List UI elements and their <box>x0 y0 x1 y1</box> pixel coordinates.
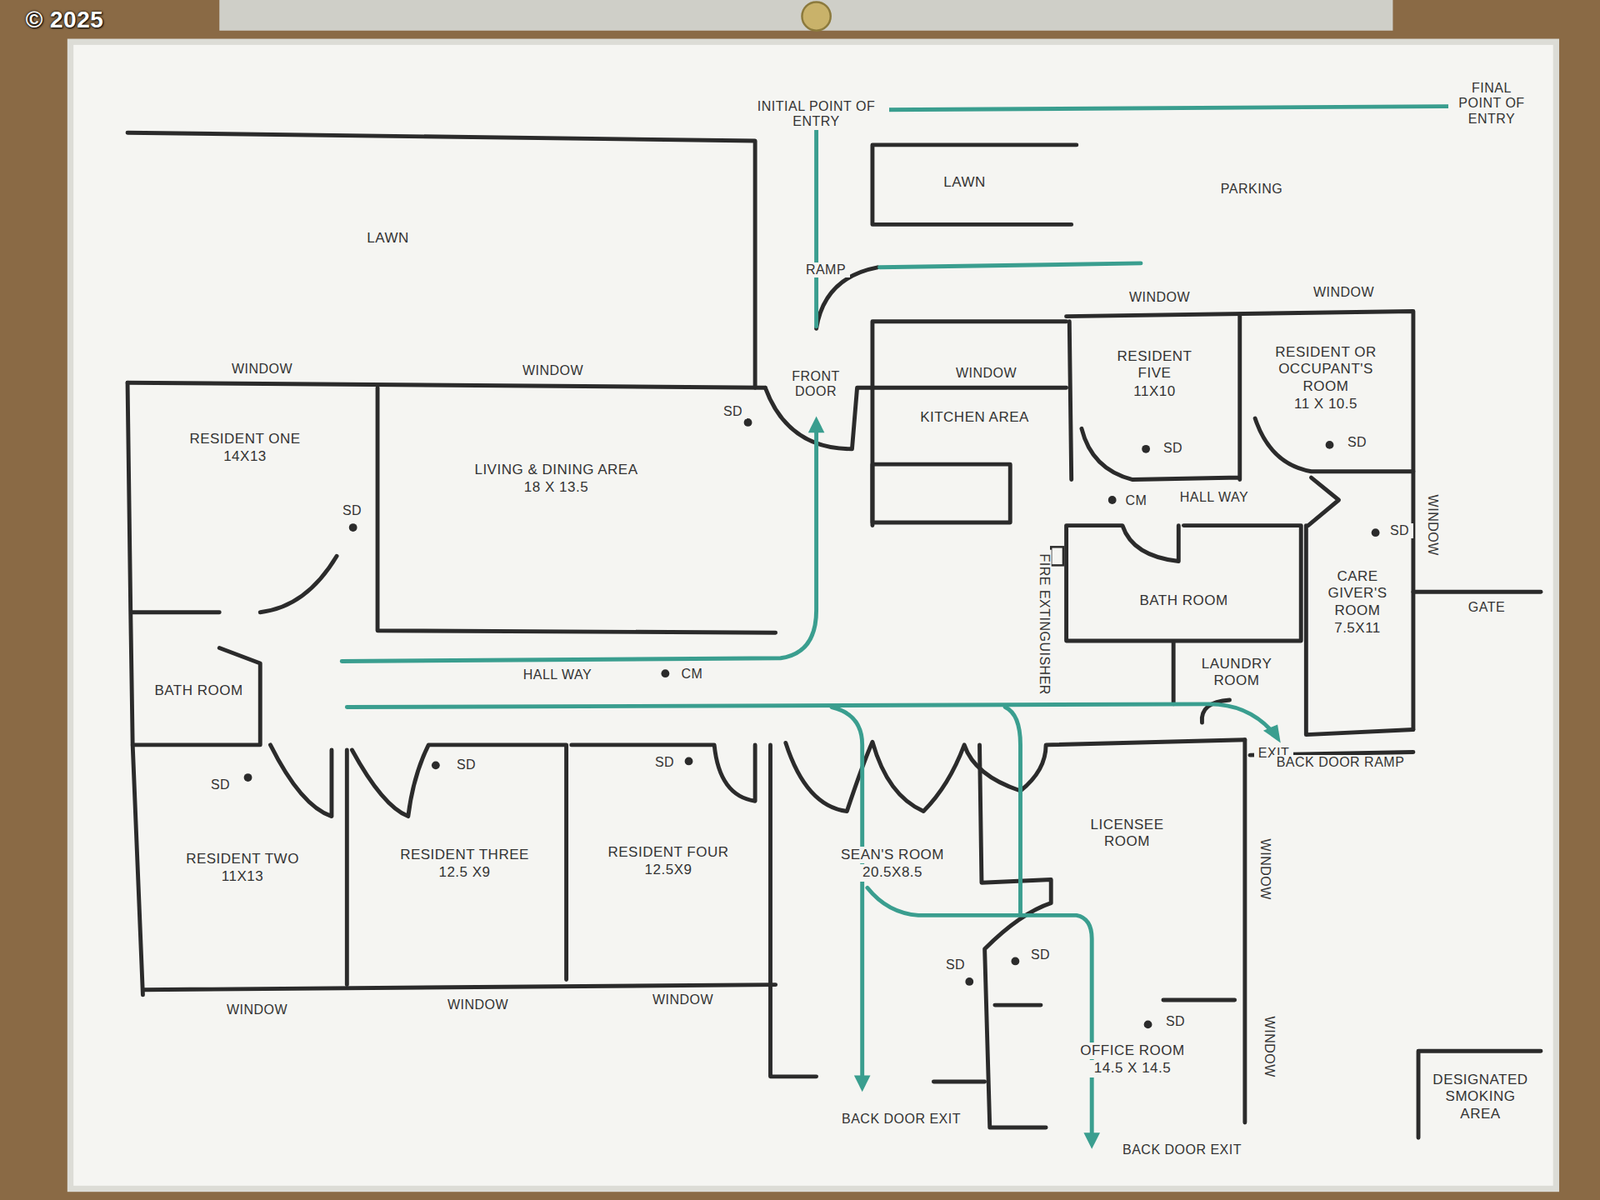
room-name: LAWN <box>365 230 410 247</box>
room-dimensions: 18 X 13.5 <box>473 479 640 496</box>
laundry-room: LAUNDRY ROOM <box>1185 653 1288 695</box>
room-name: LAWN <box>942 174 987 191</box>
smoke-detector: SD <box>1343 435 1371 450</box>
smoke-detector: SD <box>1385 523 1414 539</box>
room-name: RESIDENT ONE <box>188 430 302 448</box>
plastic-sleeve <box>67 39 1560 1193</box>
route-arrowheads <box>808 112 1486 1150</box>
window-label: WINDOW <box>518 363 588 379</box>
living-room: LIVING & DINING AREA18 X 13.5 <box>470 459 643 501</box>
bedroom: RESIDENT THREE12.5 X9 <box>395 844 534 886</box>
window-label: WINDOW <box>227 361 297 377</box>
room-dimensions: 11X13 <box>185 868 300 885</box>
co-monitor: CM <box>1121 493 1151 509</box>
exit-label: BACK DOOR EXIT <box>838 1111 965 1127</box>
smoke-detector: SD <box>650 755 679 770</box>
extinguisher-symbol <box>1050 546 1064 565</box>
exit-label: BACK DOOR EXIT <box>1118 1142 1246 1158</box>
bedroom: RESIDENT ONE14X13 <box>185 428 305 470</box>
entry-note: INITIAL POINT OF ENTRY <box>743 99 890 130</box>
window-label: WINDOW <box>951 365 1021 381</box>
room-dimensions: 12.5 X9 <box>399 864 530 881</box>
smoke-detector: SD <box>941 957 970 973</box>
room-name: CARE GIVER'S ROOM <box>1310 568 1405 620</box>
paper-sheet <box>73 45 1554 1186</box>
office: OFFICE ROOM14.5 X 14.5 <box>1075 1040 1190 1082</box>
window-label: WINDOW <box>1260 1012 1276 1082</box>
bathroom: BATH ROOM <box>150 680 248 705</box>
push-pin <box>801 1 830 30</box>
bedroom: RESIDENT OR OCCUPANT'S ROOM11 X 10.5 <box>1258 341 1394 418</box>
smoke-detector: SD <box>452 757 480 773</box>
smoke-detector: SD <box>719 404 747 420</box>
walls <box>127 132 1541 1138</box>
smoke-detector: SD <box>338 503 366 519</box>
ramp-label: BACK DOOR RAMP <box>1272 755 1409 770</box>
caregiver-room: CARE GIVER'S ROOM7.5X11 <box>1307 565 1408 642</box>
room-name: RESIDENT TWO <box>185 850 300 868</box>
room-name: BATH ROOM <box>1138 592 1230 610</box>
window-label: WINDOW <box>1424 490 1440 560</box>
bedroom: RESIDENT FIVE11X10 <box>1098 345 1211 405</box>
room-dimensions: 20.5X8.5 <box>840 864 945 881</box>
co-monitor: CM <box>677 666 707 682</box>
smoke-detector: SD <box>1161 1014 1190 1030</box>
window-label: WINDOW <box>1256 835 1272 905</box>
gate-label: GATE <box>1464 600 1510 615</box>
ramp-label: RAMP <box>801 262 850 278</box>
smoking-area: DESIGNATED SMOKING AREA <box>1424 1069 1537 1128</box>
bedroom: SEAN'S ROOM20.5X8.5 <box>836 844 949 886</box>
licensee-room: LICENSEE ROOM <box>1065 814 1189 855</box>
room-name: RESIDENT FOUR <box>606 844 730 861</box>
room-dimensions: 7.5X11 <box>1310 620 1405 637</box>
door-label: FRONT DOOR <box>782 369 850 400</box>
smoke-detector: SD <box>206 777 235 793</box>
entry-note: FINAL POINT OF ENTRY <box>1448 80 1535 127</box>
room-dimensions: 14.5 X 14.5 <box>1079 1060 1186 1077</box>
room-name: OFFICE ROOM <box>1079 1042 1186 1060</box>
detector-dots <box>244 418 1380 1029</box>
window-label: WINDOW <box>1125 290 1195 305</box>
room-dimensions: 11X10 <box>1101 383 1208 400</box>
bedroom: RESIDENT TWO11X13 <box>181 848 304 890</box>
room-dimensions: 11 X 10.5 <box>1261 395 1390 413</box>
room-name: RESIDENT OR OCCUPANT'S ROOM <box>1261 344 1390 395</box>
copyright-mark: © 2025 <box>21 6 108 34</box>
room-name: RESIDENT THREE <box>399 846 530 864</box>
room-name: RESIDENT FIVE <box>1101 348 1208 383</box>
sleeve-strip <box>219 0 1393 31</box>
room-name: KITCHEN AREA <box>919 409 1030 426</box>
lawn-area: LAWN <box>362 227 414 252</box>
room-dimensions: 12.5X9 <box>606 861 730 879</box>
window-label: WINDOW <box>1309 285 1379 300</box>
room-name: LAUNDRY ROOM <box>1189 655 1285 690</box>
evacuation-route <box>341 105 1478 1135</box>
kitchen: KITCHEN AREA <box>915 406 1034 431</box>
room-name: LIVING & DINING AREA <box>473 461 640 479</box>
room-dimensions: 14X13 <box>188 448 302 465</box>
lawn-area: LAWN <box>939 171 990 196</box>
bedroom: RESIDENT FOUR12.5X9 <box>603 841 734 884</box>
window-label: WINDOW <box>222 1002 292 1018</box>
room-name: BATH ROOM <box>153 682 245 700</box>
window-label: WINDOW <box>648 992 718 1008</box>
window-label: WINDOW <box>443 997 513 1013</box>
area-label: PARKING <box>1216 181 1287 197</box>
smoke-detector: SD <box>1026 947 1055 963</box>
room-name: DESIGNATED SMOKING AREA <box>1427 1071 1534 1123</box>
room-name: LICENSEE ROOM <box>1069 816 1185 851</box>
extinguisher-label: FIRE EXTINGUISHER <box>1035 550 1051 700</box>
hallway-label: HALL WAY <box>519 667 596 683</box>
bathroom: BATH ROOM <box>1135 590 1233 615</box>
hallway-label: HALL WAY <box>1175 490 1253 505</box>
room-name: SEAN'S ROOM <box>840 846 945 864</box>
smoke-detector: SD <box>1159 440 1187 456</box>
